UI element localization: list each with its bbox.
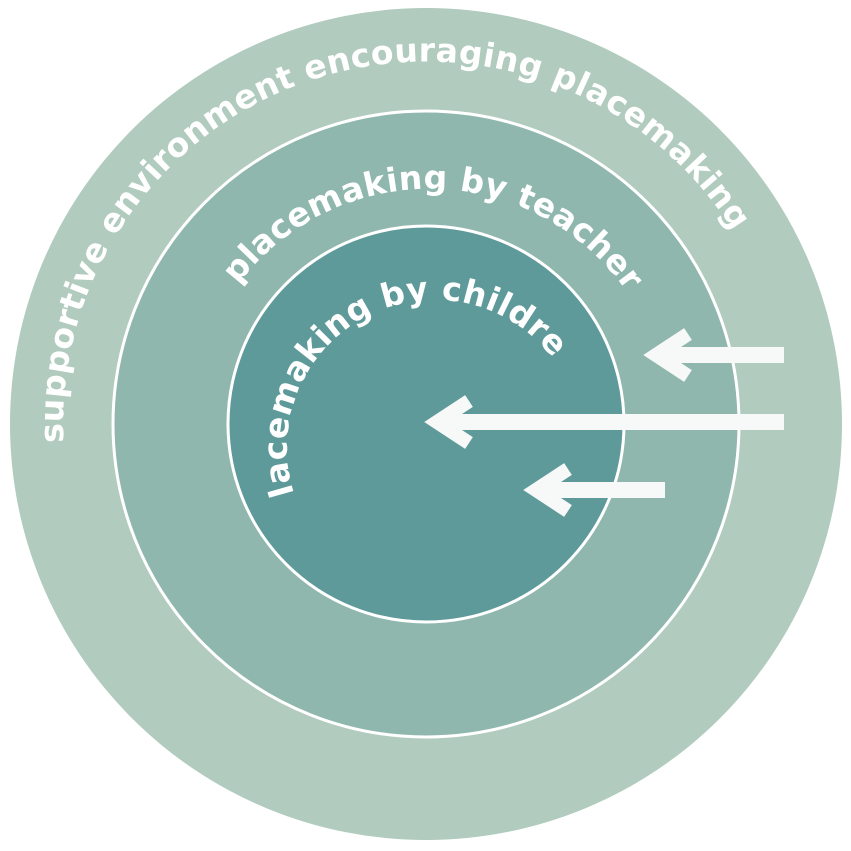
arrow-to-middle-ring — [643, 328, 784, 382]
arrow-to-inner-circle — [523, 463, 665, 517]
arrow-to-center — [424, 395, 784, 449]
